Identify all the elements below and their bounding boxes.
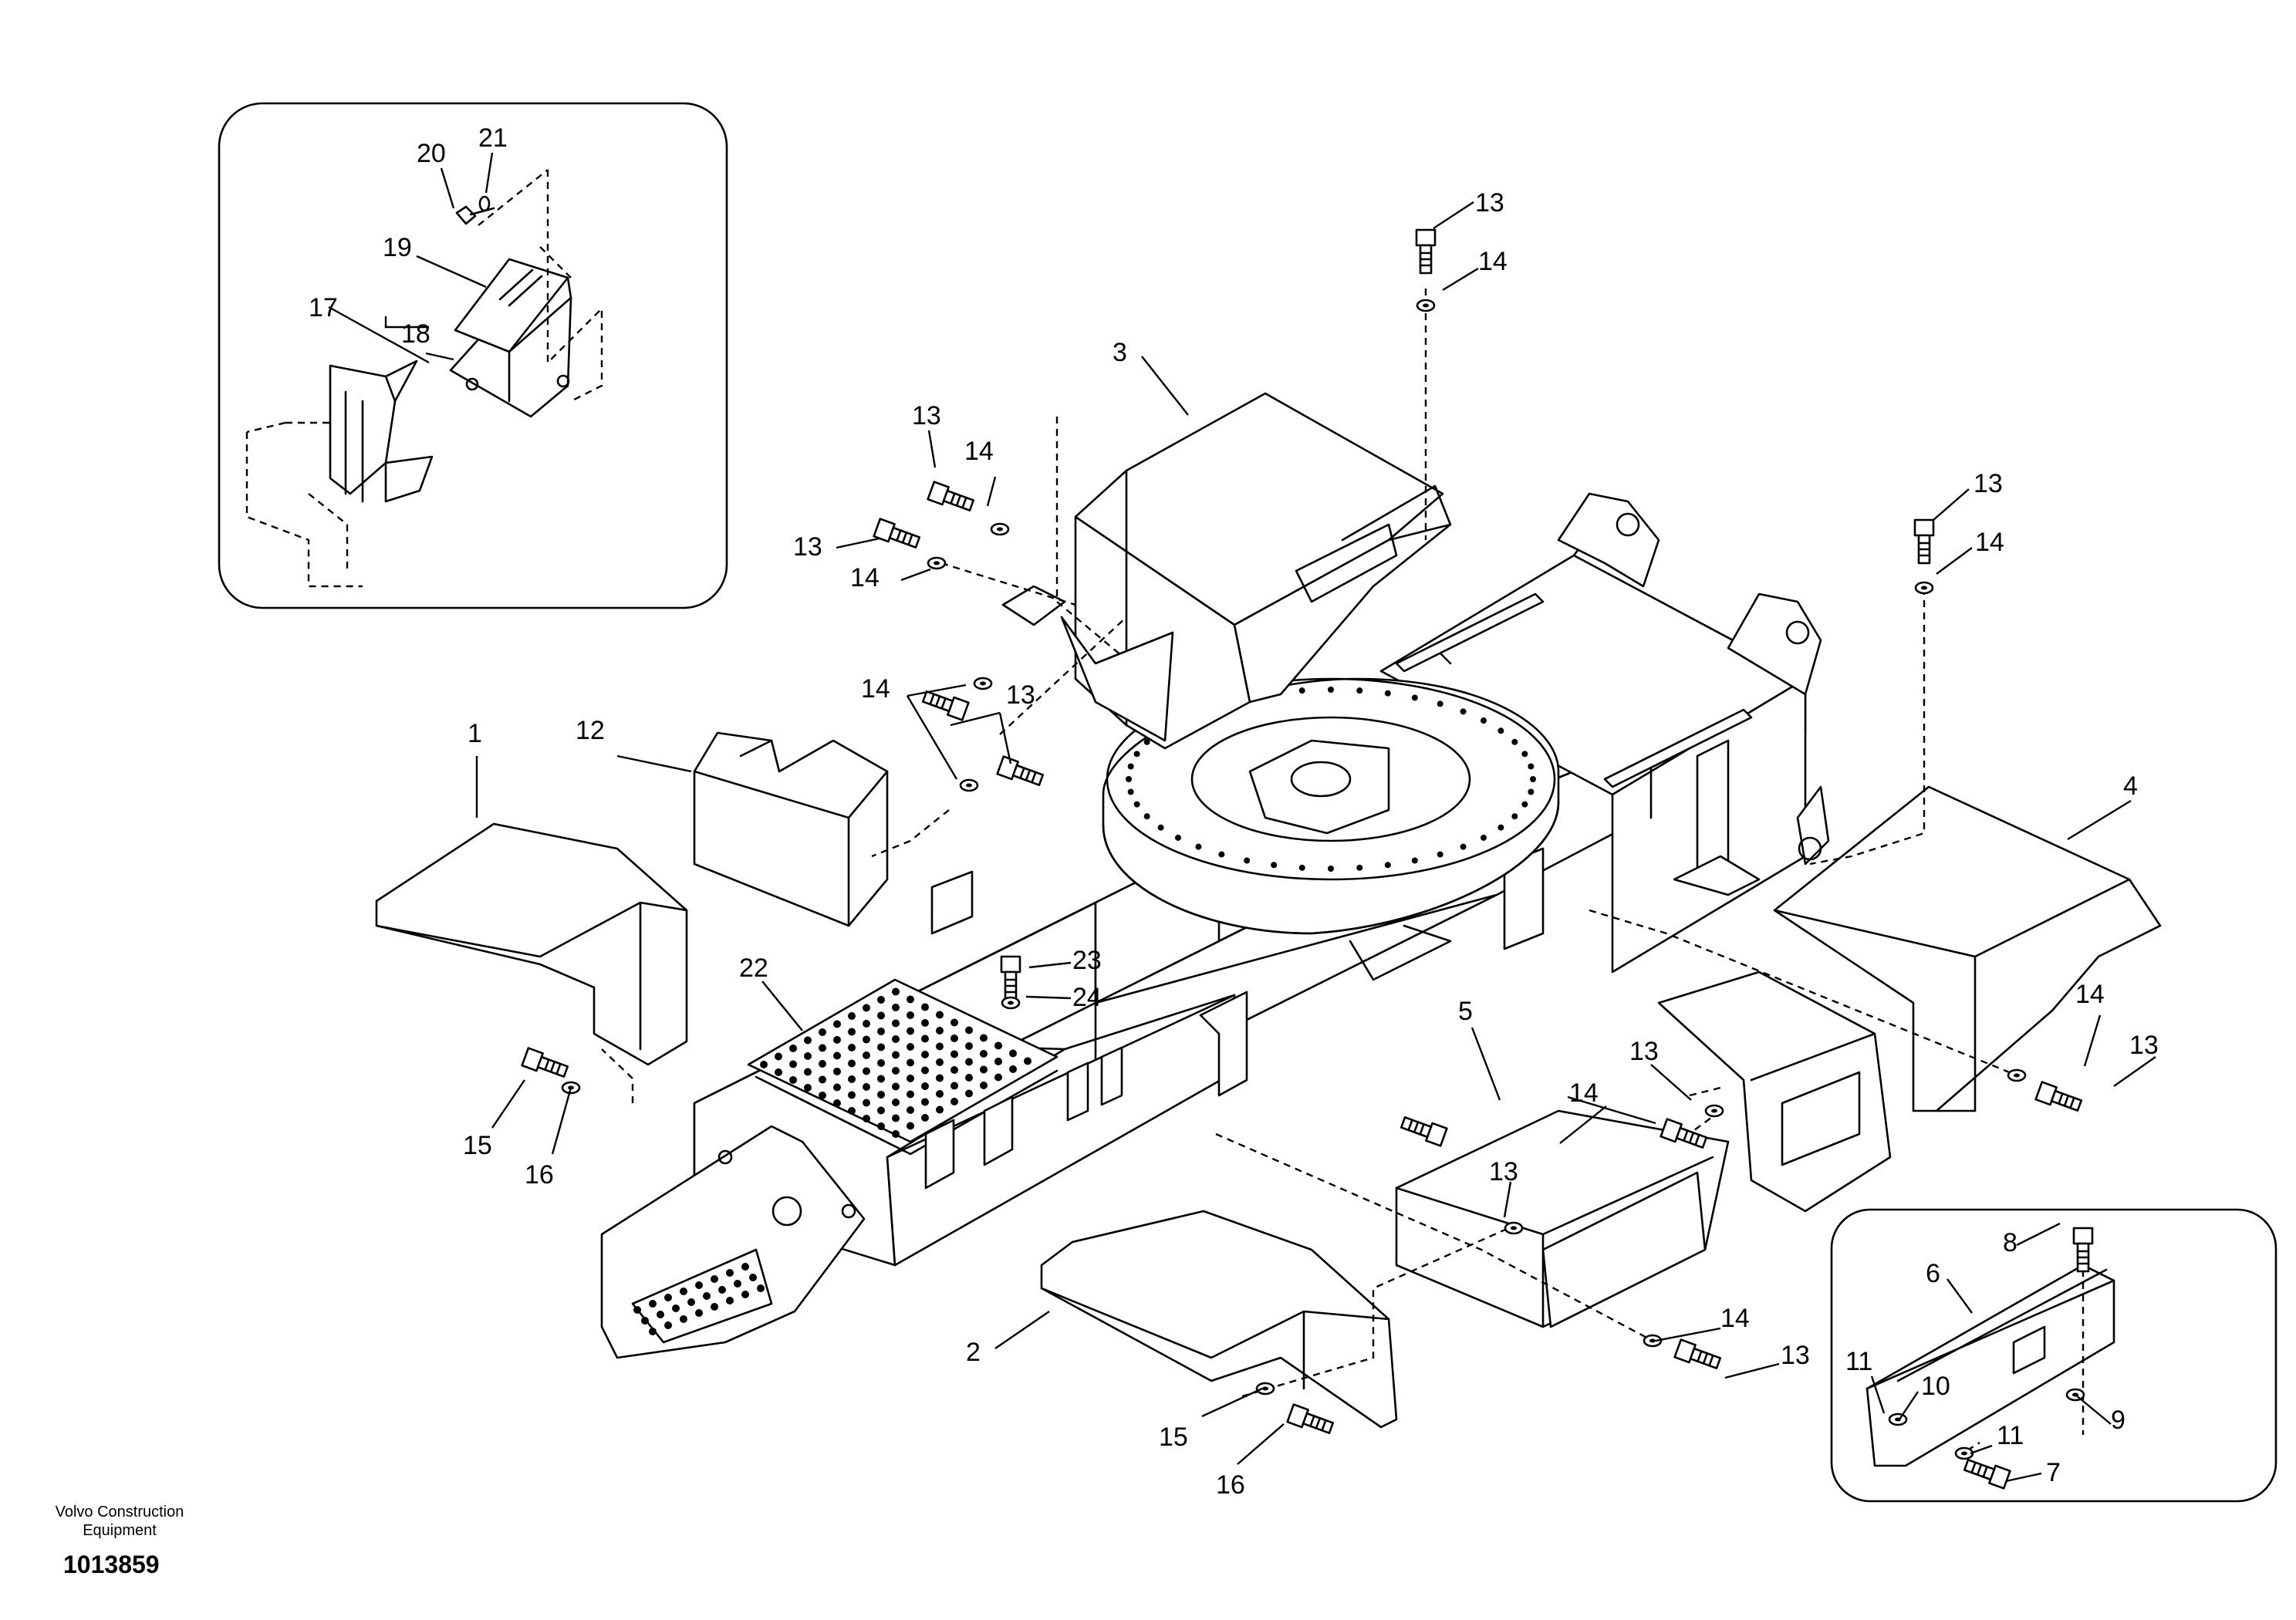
manufacturer-line-2: Equipment (83, 1522, 157, 1539)
callout-21: 21 (478, 123, 508, 153)
callout-14: 14 (850, 563, 880, 592)
manufacturer-line-1: Volvo Construction (55, 1504, 184, 1520)
callout-11: 11 (1997, 1421, 2024, 1450)
callout-15: 15 (463, 1131, 492, 1160)
drawing-caption: Volvo Construction Equipment 1013859 (23, 1503, 216, 1579)
callout-17: 17 (309, 293, 338, 322)
callout-9: 9 (2111, 1406, 2125, 1435)
callout-14: 14 (2075, 980, 2105, 1009)
callout-14: 14 (861, 674, 890, 704)
callout-14: 14 (964, 437, 994, 466)
callout-14: 14 (1975, 528, 2004, 557)
callout-18: 18 (401, 319, 430, 349)
callout-13: 13 (1475, 188, 1504, 218)
callout-24: 24 (1072, 983, 1102, 1012)
callout-1: 1 (468, 719, 482, 748)
part-12-box (693, 731, 889, 927)
drawing-number: 1013859 (63, 1551, 160, 1578)
leader-lines (328, 152, 2156, 1483)
callout-13: 13 (1629, 1037, 1659, 1066)
fasteners (521, 228, 2094, 1490)
callout-2: 2 (966, 1338, 981, 1367)
callout-7: 7 (2046, 1458, 2061, 1487)
callout-labels: 20 21 19 17 18 3 13 14 13 14 13 14 14 13… (309, 123, 2159, 1500)
callout-22: 22 (739, 953, 768, 983)
part-5-box (1395, 970, 1892, 1328)
callout-13: 13 (912, 401, 941, 430)
part-2-step (1040, 1210, 1398, 1429)
callout-10: 10 (1921, 1372, 1950, 1401)
callout-13: 13 (1781, 1341, 1810, 1370)
part-3-box (1001, 392, 1452, 750)
callout-12: 12 (576, 716, 605, 745)
callout-3: 3 (1113, 338, 1127, 367)
callout-16: 16 (1216, 1470, 1245, 1500)
callout-20: 20 (417, 139, 446, 168)
callout-14: 14 (1720, 1304, 1750, 1333)
callout-4: 4 (2123, 771, 2138, 801)
callout-13: 13 (1974, 469, 2003, 498)
callout-13: 13 (793, 532, 822, 562)
callout-15: 15 (1159, 1423, 1188, 1452)
inset-detail-top (218, 102, 728, 609)
callout-19: 19 (383, 233, 412, 262)
callout-8: 8 (2003, 1228, 2017, 1257)
callout-11: 11 (1845, 1347, 1872, 1376)
callout-13: 13 (2129, 1031, 2159, 1060)
callout-16: 16 (525, 1160, 554, 1190)
part-4-fender (1773, 785, 2162, 1112)
inset-detail-bottom (1830, 1208, 2277, 1503)
callout-6: 6 (1926, 1259, 1940, 1288)
part-1-step (375, 822, 688, 1066)
callout-14: 14 (1569, 1078, 1599, 1108)
callout-23: 23 (1072, 946, 1102, 975)
callout-13: 13 (1006, 680, 1035, 710)
callout-5: 5 (1458, 997, 1473, 1026)
callout-14: 14 (1478, 247, 1508, 276)
callout-13: 13 (1489, 1157, 1518, 1186)
